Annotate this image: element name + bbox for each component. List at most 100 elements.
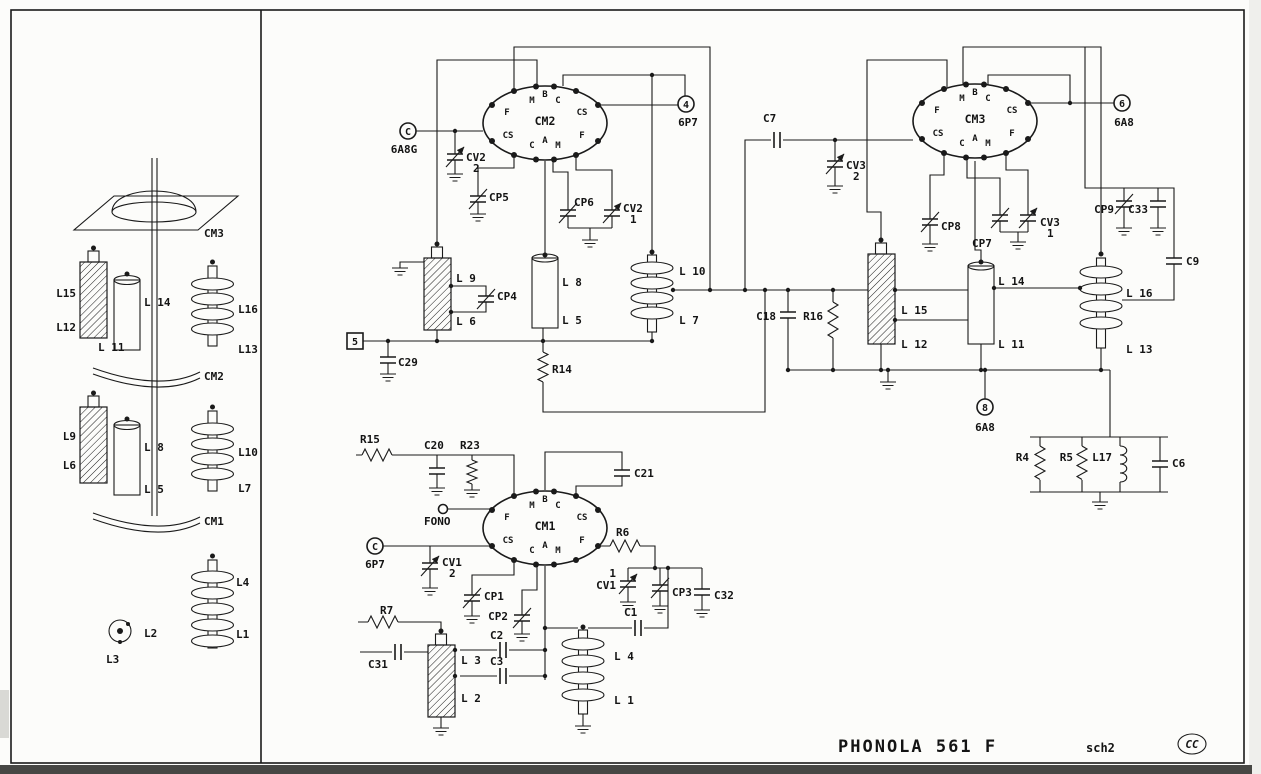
label-c31: C31	[368, 658, 388, 671]
terminal-plate-6a8: 6 6A8	[1113, 94, 1134, 129]
trimmer-cp3	[652, 584, 668, 592]
cv3-1-arrow	[1018, 207, 1038, 229]
label-r4: R4	[1016, 451, 1030, 464]
resistor-r15	[361, 447, 393, 463]
coil-terminal	[542, 252, 548, 258]
coil-disc	[630, 276, 674, 290]
contact-label: B	[542, 90, 548, 100]
coil-disc	[190, 322, 235, 336]
label-cp5: CP5	[489, 191, 509, 204]
coil-l10-l7-schematic	[630, 249, 674, 333]
cp9-adjust	[1114, 193, 1134, 215]
switch-contacts	[489, 83, 601, 163]
coil-l15-l12	[79, 261, 108, 339]
ground-symbols-cm2	[380, 173, 598, 382]
switch-cm2: CM2 F M B C CS CS C A M F	[482, 83, 608, 163]
terminal-grid-top: C 6A8G	[391, 122, 418, 156]
label-cv2-1n: 1	[630, 213, 637, 226]
cm3-plate	[72, 195, 240, 231]
coil-l8-l5	[113, 424, 141, 496]
coil-terminal	[438, 628, 444, 634]
contact-label: CS	[1007, 106, 1018, 116]
coil-terminal	[1098, 251, 1104, 257]
terminal-pin: 5	[352, 337, 358, 348]
label-cv1-2: CV1	[442, 556, 462, 569]
contact-label: B	[542, 495, 548, 505]
label-cp2: CP2	[488, 610, 508, 623]
label-l8-sch: L 8	[562, 276, 582, 289]
cv1-1-arrow	[618, 573, 638, 595]
coil-cap	[434, 633, 448, 646]
coil-body	[427, 644, 456, 718]
cm2-wafer-dish	[92, 367, 201, 388]
switch-wafer	[912, 83, 1038, 159]
coil-terminal	[978, 259, 984, 265]
coil-cap	[874, 242, 888, 255]
terminal-plate-6p7: 4 6P7	[677, 95, 698, 129]
coil-terminal	[210, 553, 215, 559]
contact-label: M	[959, 94, 965, 104]
capacitor-c29	[380, 356, 396, 364]
coil-disc	[1079, 316, 1123, 330]
resistor-r5	[1075, 445, 1089, 480]
cp1-adjust	[462, 587, 482, 609]
label-c21: C21	[634, 467, 654, 480]
contact-label: CS	[577, 513, 588, 523]
contact-label: C	[529, 546, 534, 556]
resistor-r16	[826, 301, 840, 339]
label-l12-sch: L 12	[901, 338, 928, 351]
tube-name: 6P7	[678, 116, 698, 129]
stage-cm1: CM1 F M B C CS CS C A M F FONO C 6P7 R15…	[356, 433, 734, 736]
coil-disc	[630, 291, 674, 305]
contact-label: M	[555, 546, 561, 556]
cv2-2-arrow	[445, 146, 465, 168]
tube-name: 6A8	[1114, 116, 1134, 129]
coil-disc	[190, 437, 235, 451]
trimmer-cp8	[922, 218, 938, 226]
coil-l9-l6	[79, 406, 108, 484]
capacitor-c2	[499, 642, 507, 658]
coil-disc	[190, 307, 235, 321]
terminal-pin: 4	[683, 100, 689, 111]
contact-label: F	[579, 536, 584, 546]
cv1-2-arrow	[420, 555, 440, 577]
switch-name: CM2	[535, 114, 556, 128]
contact-label: F	[504, 108, 509, 118]
trimmer-cp9	[1116, 200, 1132, 208]
capacitor-c20	[429, 467, 445, 475]
terminal-circle	[976, 398, 994, 416]
coil-disc	[1079, 265, 1123, 279]
coil-disc	[561, 637, 605, 651]
label-cp4: CP4	[497, 290, 517, 303]
coil-l4-l1-stack: L4 L1	[190, 553, 250, 649]
label-l4-sch: L 4	[614, 650, 634, 663]
switch-wafer	[482, 85, 608, 161]
switch-cm3: CM3 F M B C CS CS C A M F	[912, 81, 1038, 161]
inductor-l17	[1119, 445, 1128, 483]
cm3-dome-rim	[111, 201, 197, 223]
label-l7-sch: L 7	[679, 314, 699, 327]
label-l13-sch: L 13	[1126, 343, 1153, 356]
coil-disc	[190, 467, 235, 481]
capacitor-c18	[780, 311, 796, 319]
contact-label: M	[529, 501, 535, 511]
coil-cap	[430, 246, 444, 259]
coil-l14-l11	[113, 279, 141, 351]
label-l9: L9	[63, 430, 76, 443]
scan-artifact-left	[0, 690, 9, 738]
label-c33: C33	[1128, 203, 1148, 216]
ground-symbols-cm3	[827, 185, 1166, 510]
contact-label: CS	[933, 129, 944, 139]
coil-disc	[1079, 282, 1123, 296]
contact-label: CS	[503, 536, 514, 546]
coil-assembly-panel: CM3 L15 L 14 L12 L 11 L16 L13 CM2	[56, 158, 258, 666]
coil-row-2: L9 L 8 L6 L 5 L10 L7	[63, 390, 258, 496]
label-l4: L4	[236, 576, 250, 589]
coil-disc	[190, 618, 235, 632]
cv3-2-arrow	[825, 153, 845, 175]
coil-l3-l2-schematic	[427, 628, 458, 718]
terminal-pin: 6	[1119, 99, 1125, 110]
coil-disc	[190, 292, 235, 306]
label-cp7: CP7	[972, 237, 992, 250]
